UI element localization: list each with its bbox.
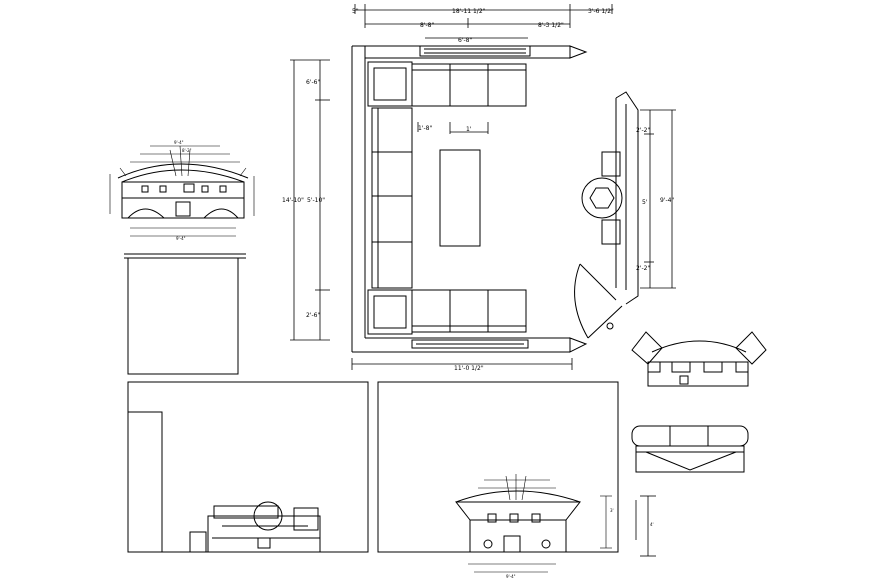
dim-bottom-total: 11'-0 1/2" — [454, 365, 484, 372]
tv-unit-elevation — [631, 331, 767, 387]
dim-elev-width: 9'-4" — [174, 140, 184, 145]
dim-section-h2: 4' — [650, 522, 654, 527]
dim-elev-bottom: 9'-4" — [176, 236, 186, 241]
right-wall — [615, 91, 639, 305]
door-swing — [574, 263, 623, 339]
dim-inner-gap: 1' — [466, 126, 472, 133]
right-dimension-chain — [640, 109, 676, 289]
dim-right-upper: 2'-2" — [636, 127, 650, 134]
left-dimension-chain — [290, 59, 330, 341]
dim-right-mid: 5' — [642, 199, 648, 206]
bottom-dimension — [351, 358, 573, 370]
sofa-bottom — [411, 289, 527, 333]
corner-table-bottom — [367, 289, 413, 335]
sofa-elevation — [631, 425, 749, 473]
inner-dimension — [417, 122, 489, 134]
side-dimension — [635, 495, 656, 557]
coffee-table — [439, 149, 481, 247]
dim-elev-detail-a: 8'-2" — [182, 148, 192, 153]
tv-wall-elevation-small: 9'-4" 8'-2" 9'-4" — [109, 140, 255, 375]
dim-left-lower: 2'-6" — [306, 312, 320, 319]
section-view-middle: 9'-4" 3' — [377, 381, 619, 579]
dim-top-total: 18'-11 1/2" — [452, 8, 486, 15]
floor-plan: 5" 18'-11 1/2" 3'-6 1/2" 8'-8" 8'-3 1/2"… — [282, 4, 676, 372]
dim-top-mid-left: 8'-8" — [420, 22, 434, 29]
dim-section-width: 9'-4" — [506, 574, 516, 579]
dim-left-total: 14'-10" — [282, 197, 304, 204]
corner-table-top — [367, 61, 413, 107]
dim-inner-small: 1'-8" — [418, 125, 432, 132]
dim-top-mid-right: 8'-3 1/2" — [538, 22, 564, 29]
dim-top-right: 3'-6 1/2" — [588, 8, 614, 15]
dim-left-upper: 6'-6" — [306, 79, 320, 86]
top-dimension-chain — [354, 4, 613, 39]
sofa-top — [411, 63, 527, 107]
dim-section-h1: 3' — [610, 508, 614, 513]
dim-right-lower: 2'-2" — [636, 265, 650, 272]
tv-unit — [581, 151, 623, 245]
dim-top-left: 5" — [352, 8, 359, 15]
room-walls — [351, 45, 588, 353]
sofa-left — [371, 107, 413, 289]
section-view-left — [127, 381, 369, 553]
dim-top-small: 6'-8" — [458, 37, 472, 44]
dim-left-mid: 5'-10" — [307, 197, 325, 204]
dim-right-total: 9'-4" — [660, 197, 674, 204]
